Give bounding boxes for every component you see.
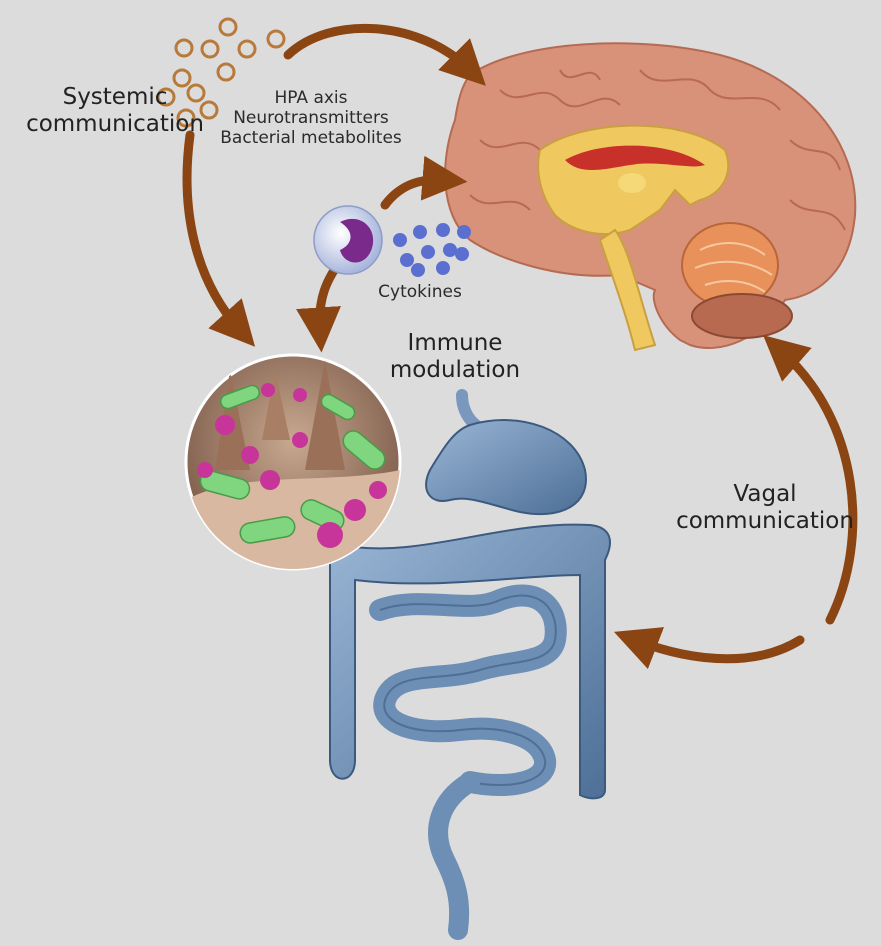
systemic-arrow-to-gut: [182, 130, 256, 347]
immune-cell: [313, 205, 383, 275]
systemic-factors-list: HPA axis Neurotransmitters Bacterial met…: [196, 88, 426, 148]
factor-neurotransmitters: Neurotransmitters: [233, 108, 389, 129]
vagal-arrow-to-brain: [763, 335, 858, 625]
factor-bacterial-metabolites: Bacterial metabolites: [220, 128, 402, 149]
immune-label-line2: modulation: [389, 357, 521, 384]
cytokine-dots: [393, 223, 471, 277]
immune-modulation-label: Immune modulation: [380, 330, 530, 384]
systemic-particles: [156, 17, 286, 128]
systemic-communication-label: Systemic communication: [20, 84, 210, 138]
communication-arrows: [182, 23, 858, 670]
intestine-illustration: [329, 389, 611, 940]
cytokines-label: Cytokines: [378, 282, 462, 302]
systemic-arrow-to-brain: [283, 23, 486, 86]
systemic-label-line1: Systemic: [62, 84, 168, 110]
immune-label-line1: Immune: [407, 330, 503, 356]
vagal-communication-label: Vagal communication: [660, 481, 870, 535]
vagal-label-line2: communication: [676, 508, 854, 535]
brain-illustration: [444, 42, 857, 352]
factor-hpa-axis: HPA axis: [274, 88, 348, 108]
vagal-label-line1: Vagal: [733, 481, 797, 507]
gut-microbiota-closeup: [184, 353, 402, 571]
immune-arrow-to-brain: [380, 155, 468, 210]
systemic-label-line2: communication: [26, 111, 204, 138]
vagal-arrow-to-gut: [613, 627, 805, 670]
